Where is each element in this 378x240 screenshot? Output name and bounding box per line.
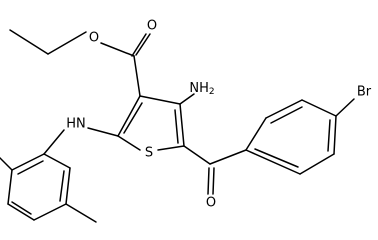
atom-o-carbonyl: O — [147, 19, 157, 34]
bond-aryl-3 — [33, 203, 67, 221]
bond-ketone-double-b — [212, 167, 215, 195]
atom-o-ether: O — [89, 31, 99, 46]
bond-layer — [0, 29, 355, 223]
bond-ketone-to-phenyl — [209, 149, 247, 165]
atom-sulfur: S — [145, 146, 153, 161]
bond-ring-s-c2 — [117, 135, 141, 151]
bond-methyl-1 — [0, 156, 13, 171]
bond-ketone-double-a — [207, 167, 210, 195]
bond-bromophenyl-5 — [299, 153, 335, 175]
atom-nh2-main: NH — [189, 81, 209, 96]
bond-bromophenyl-2 — [265, 99, 303, 119]
atom-bromine: Br — [357, 85, 372, 100]
bond-bromophenyl-4 — [333, 115, 337, 155]
bond-ring-c2-c3-inner — [123, 102, 143, 134]
bond-ring-c4-c5-inner — [174, 109, 179, 144]
bond-aryl-5 — [7, 169, 13, 205]
bond-ethyl-ch2-o — [47, 31, 87, 55]
bond-carbonyl-double-b — [131, 33, 147, 57]
bond-c5-ketone-carbon — [183, 145, 211, 165]
bond-bromophenyl-1 — [245, 117, 267, 151]
bond-ethyl-ch3-ch2 — [9, 29, 49, 55]
bond-aryl-4-inner — [11, 201, 32, 215]
bond-ring-c3-c4 — [139, 95, 181, 105]
molecule-svg: O O NH2 HN S O Br — [0, 19, 372, 223]
bond-aryl-6-inner — [17, 160, 44, 175]
bond-o-carbonyl-carbon — [100, 42, 135, 57]
bond-carbonyl-double-a — [135, 33, 151, 56]
bond-c2-nh — [87, 127, 119, 137]
bond-aryl-1 — [43, 153, 71, 169]
bond-aryl-2-inner — [59, 170, 65, 202]
atom-nh: HN — [66, 117, 86, 132]
label-layer: O O NH2 HN S O Br — [66, 19, 372, 211]
chemical-structure-diagram: O O NH2 HN S O Br — [0, 19, 372, 223]
bond-c4-nh2 — [179, 93, 195, 105]
bond-bromophenyl-to-br — [335, 98, 355, 117]
bond-aryl-6 — [11, 153, 45, 171]
atom-nh2: NH2 — [189, 81, 214, 98]
bond-ring-c4-c5 — [179, 103, 185, 147]
bond-bromophenyl-3 — [301, 99, 337, 117]
bond-ring-c5-s — [157, 145, 185, 151]
bond-ring-c2-c3 — [117, 95, 141, 137]
bond-methyl-2 — [65, 203, 97, 223]
bond-carbonyl-to-ring — [133, 55, 141, 97]
bond-nh-aryl — [43, 129, 65, 155]
atom-o-ketone: O — [206, 196, 216, 211]
bond-bromophenyl-4-inner — [327, 119, 331, 152]
atom-nh2-subscript: 2 — [209, 87, 215, 97]
bond-bromophenyl-6 — [245, 149, 301, 175]
bond-bromophenyl-2-inner — [270, 106, 303, 124]
bond-bromophenyl-6-inner — [254, 148, 299, 168]
bond-aryl-2 — [65, 167, 71, 205]
bond-aryl-4 — [7, 203, 35, 221]
